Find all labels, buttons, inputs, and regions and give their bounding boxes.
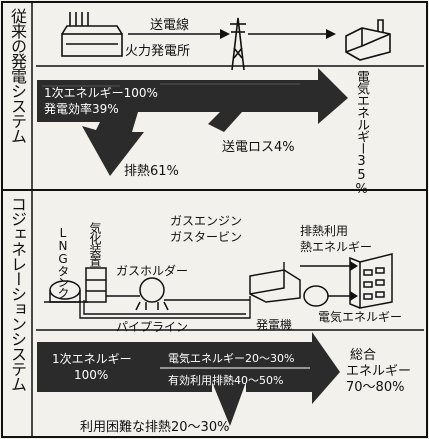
unused-heat-label: 利用困難な排熱20～30%	[80, 420, 230, 435]
gas-engine-label: ガスエンジン	[170, 214, 243, 228]
primary-energy-label-cogen: 1次エネルギー	[52, 352, 132, 366]
transmission-line-label: 送電線	[150, 18, 190, 33]
generator-label: 発電機	[256, 318, 293, 332]
gas-holder-label: ガスホルダー	[116, 264, 189, 278]
total-energy-label: エネルギー	[346, 364, 412, 379]
efficiency-label: 発電効率39%	[44, 102, 119, 116]
power-plant-label: 火力発電所	[125, 44, 191, 59]
gas-holder-icon	[135, 277, 169, 311]
section-title-cogeneration: コジェネレーションシステム	[8, 196, 27, 391]
building-icon	[349, 253, 393, 309]
energy-flow-arrow-bottom	[37, 332, 340, 426]
factory-icon	[345, 19, 391, 61]
pipeline-label: パイプライン	[116, 320, 189, 334]
primary-energy-percent: 100%	[74, 368, 109, 382]
heat-use-label: 排熱利用	[300, 224, 349, 238]
energy-flow-arrow-top	[37, 68, 348, 176]
pipeline	[79, 295, 251, 319]
section-title-conventional: 従来の発電システム	[8, 8, 27, 143]
lng-tank-label: LNGタンク	[56, 226, 70, 298]
power-plant-icon	[61, 12, 123, 57]
primary-energy-label: 1次エネルギー100%	[44, 86, 158, 100]
total-label: 総合	[350, 348, 377, 363]
electric-range-label: 電気エネルギー20～30%	[168, 352, 295, 365]
electric-output-label: 電気エネルギー35%	[354, 70, 369, 196]
thermal-energy-label: 熱エネルギー	[300, 240, 373, 254]
gas-engine-icon	[249, 269, 301, 303]
effective-heat-label: 有効利用排熱40～50%	[168, 374, 284, 387]
gas-turbine-label: ガスタービン	[170, 230, 243, 244]
electric-energy-label: 電気エネルギー	[318, 310, 403, 324]
vaporizer-label: 気化装置	[88, 222, 102, 266]
transmission-loss-label: 送電ロス4%	[222, 140, 295, 155]
waste-heat-label: 排熱61%	[124, 164, 179, 179]
vaporizer-icon	[85, 267, 107, 303]
pylon-icon	[230, 17, 246, 71]
generator-icon	[303, 285, 329, 307]
total-percent-label: 70～80%	[346, 380, 405, 395]
